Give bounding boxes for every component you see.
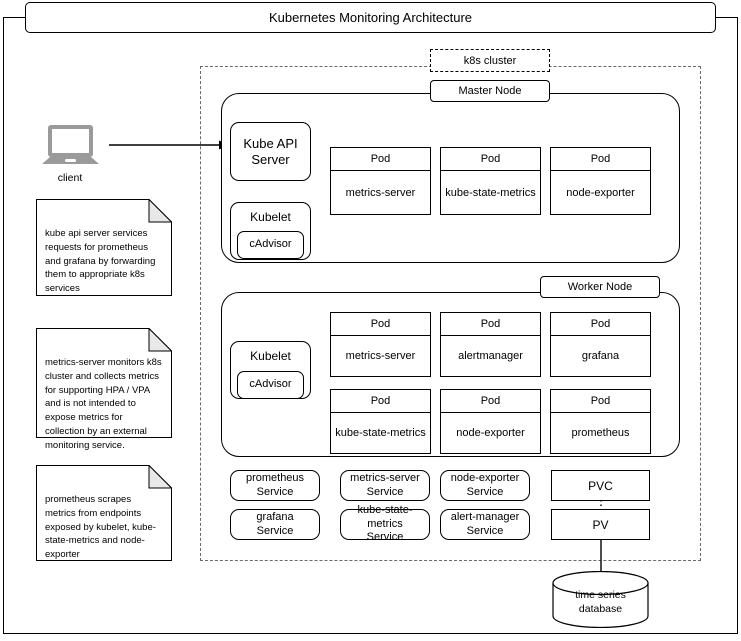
pod-header: Pod — [331, 148, 430, 171]
page-title-text: Kubernetes Monitoring Architecture — [268, 10, 473, 25]
note-prometheus: prometheus scrapes metrics from endpoint… — [36, 465, 172, 561]
pod-header: Pod — [551, 313, 650, 336]
service-grafana-label: grafana Service — [256, 510, 294, 537]
worker-pod-grafana[interactable]: Pod grafana — [550, 312, 651, 377]
pod-body: grafana — [581, 350, 620, 362]
worker-node-label-text: Worker Node — [567, 281, 633, 293]
pod-header: Pod — [551, 390, 650, 413]
master-cadvisor-label: cAdvisor — [249, 238, 292, 251]
service-node-exporter[interactable]: node-exporter Service — [440, 470, 530, 501]
pod-body: node-exporter — [456, 427, 525, 439]
pod-header: Pod — [441, 390, 540, 413]
pod-header: Pod — [331, 313, 430, 336]
pod-body: kube-state-metrics — [335, 427, 426, 439]
kube-api-server-box[interactable]: Kube API Server — [230, 122, 311, 181]
service-metrics-server[interactable]: metrics-server Service — [340, 470, 430, 501]
worker-pod-node-exporter[interactable]: Pod node-exporter — [440, 389, 541, 454]
master-pod-node-exporter[interactable]: Pod node-exporter — [550, 147, 651, 215]
pod-body: alertmanager — [458, 350, 523, 362]
note-metrics-server: metrics-server monitors k8s cluster and … — [36, 328, 172, 451]
kube-api-server-label: Kube API Server — [243, 135, 298, 167]
time-series-database[interactable]: time series database — [552, 571, 649, 628]
note-metrics-server-text: metrics-server monitors k8s cluster and … — [45, 357, 162, 451]
master-kubelet-label: Kubelet — [250, 210, 291, 224]
service-alert-manager[interactable]: alert-manager Service — [440, 509, 530, 540]
connector-pvc-to-pv — [600, 500, 602, 510]
master-pod-kube-state-metrics[interactable]: Pod kube-state-metrics — [440, 147, 541, 215]
service-node-exporter-label: node-exporter Service — [450, 471, 520, 498]
service-prometheus-label: prometheus Service — [245, 471, 305, 498]
pvc-label: PVC — [588, 478, 613, 493]
k8s-cluster-label: k8s cluster — [430, 49, 550, 72]
db-line-2: database — [578, 602, 623, 615]
worker-kubelet-label: Kubelet — [250, 349, 291, 363]
service-metrics-server-label: metrics-server Service — [350, 471, 420, 498]
master-node-label-text: Master Node — [458, 85, 522, 97]
master-node-label: Master Node — [430, 80, 550, 102]
pod-header: Pod — [551, 148, 650, 171]
pod-header: Pod — [331, 390, 430, 413]
pvc-box[interactable]: PVC — [551, 470, 650, 501]
note-kube-api-text: kube api server services requests for pr… — [45, 228, 156, 295]
pod-body: prometheus — [571, 427, 630, 439]
service-prometheus[interactable]: prometheus Service — [230, 470, 320, 501]
master-pod-metrics-server[interactable]: Pod metrics-server — [330, 147, 431, 215]
service-kube-state-metrics-label: kube-state-metrics Service — [357, 503, 413, 544]
pod-body: metrics-server — [345, 350, 416, 362]
pod-body: node-exporter — [566, 186, 635, 199]
connector-client-to-kube-api — [109, 140, 230, 150]
pv-box[interactable]: PV — [551, 509, 650, 540]
service-grafana[interactable]: grafana Service — [230, 509, 320, 540]
worker-cadvisor-box[interactable]: cAdvisor — [237, 371, 304, 399]
pod-body: kube-state-metrics — [445, 186, 536, 199]
worker-cadvisor-label: cAdvisor — [249, 378, 292, 391]
note-kube-api: kube api server services requests for pr… — [36, 199, 172, 296]
pod-body: metrics-server — [345, 186, 416, 199]
note-prometheus-text: prometheus scrapes metrics from endpoint… — [45, 494, 156, 561]
db-line-1: time series — [575, 588, 626, 601]
worker-pod-prometheus[interactable]: Pod prometheus — [550, 389, 651, 454]
service-kube-state-metrics[interactable]: kube-state-metrics Service — [340, 504, 430, 543]
page-title: Kubernetes Monitoring Architecture — [25, 2, 716, 33]
client-label-text: client — [57, 172, 83, 184]
worker-pod-kube-state-metrics[interactable]: Pod kube-state-metrics — [330, 389, 431, 454]
worker-pod-alertmanager[interactable]: Pod alertmanager — [440, 312, 541, 377]
time-series-database-label: time series database — [552, 571, 649, 628]
k8s-cluster-label-text: k8s cluster — [463, 54, 517, 67]
pv-label: PV — [592, 517, 609, 532]
service-alert-manager-label: alert-manager Service — [450, 510, 520, 537]
client-label: client — [38, 172, 102, 184]
pod-header: Pod — [441, 313, 540, 336]
laptop-icon — [42, 125, 99, 164]
worker-node-label: Worker Node — [540, 276, 660, 298]
worker-pod-metrics-server[interactable]: Pod metrics-server — [330, 312, 431, 377]
pod-header: Pod — [441, 148, 540, 171]
master-cadvisor-box[interactable]: cAdvisor — [237, 231, 304, 259]
